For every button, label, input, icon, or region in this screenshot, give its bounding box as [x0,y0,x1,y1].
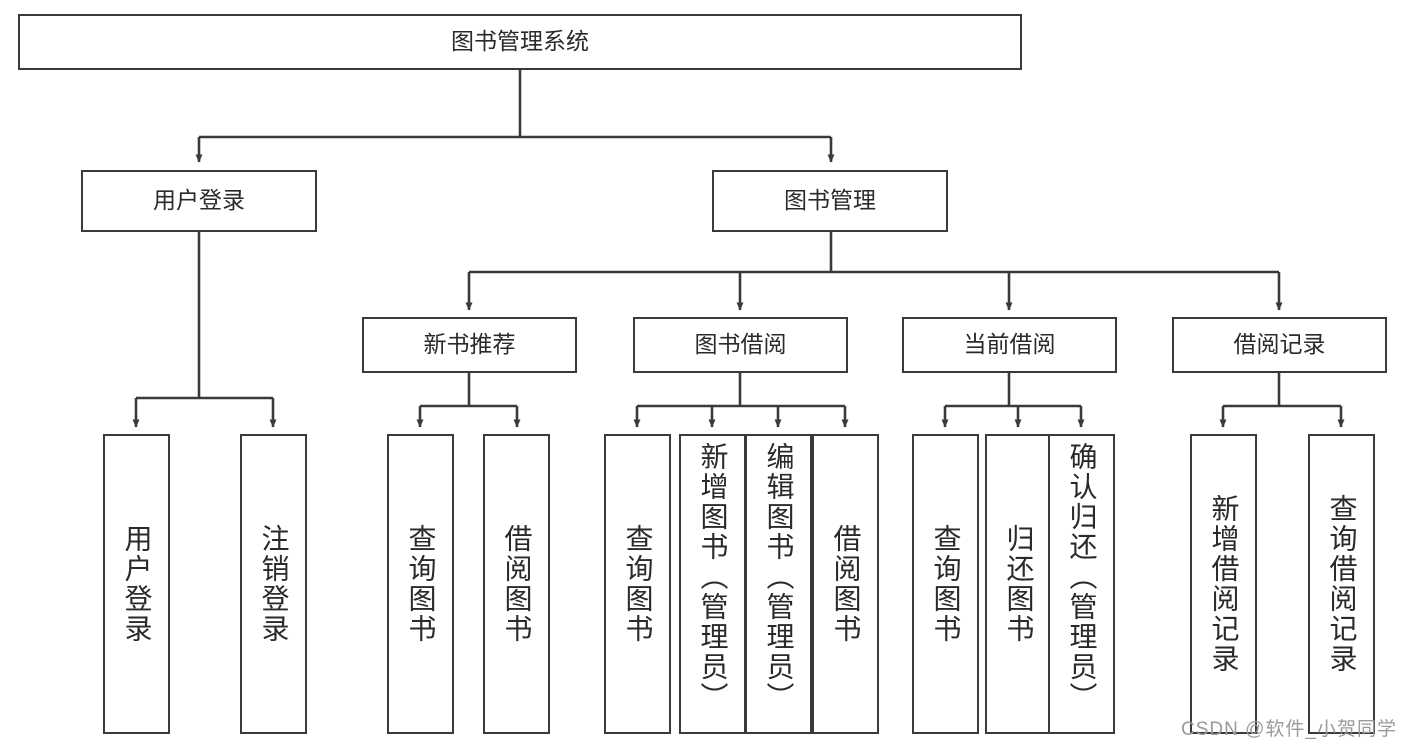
node-leaf-注销登录-1[interactable]: 注销登录 [240,434,307,734]
node-label: 用户登录 [153,187,245,214]
node-leaf-编辑图书管理员-6[interactable]: 编辑图书（管理员） [745,434,812,734]
node-label: 当前借阅 [963,331,1056,358]
node-leaf-借阅图书-3[interactable]: 借阅图书 [483,434,550,734]
node-l3-新书推荐-0[interactable]: 新书推荐 [362,317,577,373]
node-label: 归还图书 [1003,524,1035,644]
node-l3-图书借阅-1[interactable]: 图书借阅 [633,317,848,373]
node-leaf-确认归还管理员-10[interactable]: 确认归还（管理员） [1048,434,1115,734]
node-l3-借阅记录-3[interactable]: 借阅记录 [1172,317,1387,373]
node-label: 注销登录 [258,524,290,644]
node-leaf-归还图书-9[interactable]: 归还图书 [985,434,1052,734]
node-l3-当前借阅-2[interactable]: 当前借阅 [902,317,1117,373]
node-label: 查询借阅记录 [1326,494,1358,674]
watermark: CSDN @软件_小贺同学 [1181,719,1397,740]
node-leaf-查询图书-4[interactable]: 查询图书 [604,434,671,734]
node-label: 新增图书（管理员） [697,442,729,712]
node-label: 查询图书 [405,524,437,644]
node-leaf-新增借阅记录-11[interactable]: 新增借阅记录 [1190,434,1257,734]
node-l2-图书管理-1[interactable]: 图书管理 [712,170,948,232]
node-label: 图书管理 [784,187,876,214]
node-label: 借阅记录 [1233,331,1326,358]
node-label: 图书借阅 [694,331,787,358]
node-root[interactable]: 图书管理系统 [18,14,1022,70]
node-label: 查询图书 [930,524,962,644]
node-leaf-查询借阅记录-12[interactable]: 查询借阅记录 [1308,434,1375,734]
node-label: 用户登录 [121,524,153,644]
node-label: 编辑图书（管理员） [763,442,795,712]
node-leaf-用户登录-0[interactable]: 用户登录 [103,434,170,734]
node-leaf-新增图书管理员-5[interactable]: 新增图书（管理员） [679,434,746,734]
node-label: 确认归还（管理员） [1066,442,1098,712]
node-label: 新增借阅记录 [1208,494,1240,674]
node-label: 借阅图书 [830,524,862,644]
node-leaf-借阅图书-7[interactable]: 借阅图书 [812,434,879,734]
node-l2-用户登录-0[interactable]: 用户登录 [81,170,317,232]
node-label: 新书推荐 [423,331,516,358]
node-label: 借阅图书 [501,524,533,644]
node-root-label: 图书管理系统 [451,28,589,55]
node-leaf-查询图书-8[interactable]: 查询图书 [912,434,979,734]
node-leaf-查询图书-2[interactable]: 查询图书 [387,434,454,734]
node-label: 查询图书 [622,524,654,644]
